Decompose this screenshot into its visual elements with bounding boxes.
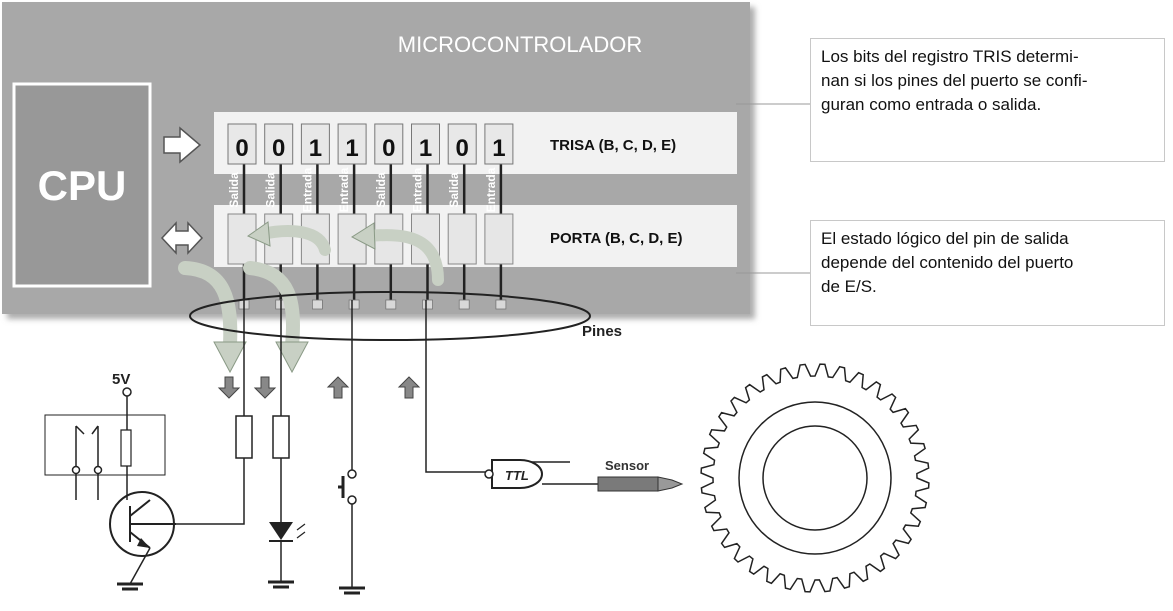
led-light-rays [296, 523, 306, 539]
tris-bit-0: 0 [235, 135, 248, 162]
pin-mode-label-1: Salida [264, 172, 278, 208]
ttl-gate-icon [491, 459, 543, 489]
tris-note-line-2: nan si los pines del puerto se confi- [821, 71, 1088, 90]
supply-label: 5V [112, 371, 130, 388]
port-bit-cell-7 [484, 213, 514, 265]
tris-bit-cell-0 [227, 123, 257, 165]
gear-wheel-icon [700, 363, 930, 593]
wire-pin6 [425, 300, 496, 473]
resistor-2 [272, 415, 290, 459]
pin-mode-label-4: Salida [374, 172, 388, 208]
pin-stub-4 [385, 299, 397, 310]
tris-bit-cell-1 [264, 123, 294, 165]
pin-mode-label-3: Entrada [337, 167, 351, 212]
relay-box [44, 414, 166, 476]
button-ground-icon [339, 586, 365, 595]
tris-bit-cell-4 [374, 123, 404, 165]
cpu-label: CPU [38, 162, 127, 209]
gear-ring-outer [738, 401, 892, 555]
curved-arrow-input-left-head [246, 221, 271, 247]
tris-bit-6: 0 [456, 135, 469, 162]
pin-mode-label-5: Entrada [411, 167, 425, 212]
porta-label: PORTA (B, C, D, E) [550, 230, 683, 247]
transistor-internal [129, 499, 176, 549]
tris-bit-cell-2 [300, 123, 330, 165]
tris-bit-3: 1 [345, 135, 358, 162]
curved-arrow-output-2 [243, 261, 301, 352]
relay-contact-2 [91, 425, 99, 470]
pin-stub-6 [458, 299, 470, 310]
tris-bit-1: 0 [272, 135, 285, 162]
sensor-label: Sensor [605, 458, 649, 473]
input-arrow-1 [326, 376, 350, 399]
curved-arrow-output-1-head [213, 341, 247, 374]
relay-contact-1-terminal [71, 465, 81, 475]
tris-note-line-1: Los bits del registro TRIS determi- [821, 47, 1079, 66]
pin-stub-2 [311, 299, 323, 310]
sensor-tip [657, 476, 684, 492]
transistor-ground-icon [117, 582, 143, 591]
port-bit-cell-0 [227, 213, 257, 265]
cpu-block [12, 82, 152, 288]
pin-stub-7 [495, 299, 507, 310]
pins-label: Pines [582, 323, 622, 340]
curved-arrow-output-2-head [275, 341, 309, 374]
cpu-to-tris-arrow [163, 126, 202, 164]
cpu-port-bidirectional-arrow [160, 221, 204, 255]
supply-terminal [122, 387, 132, 397]
resistor-1-to-transistor-wire [176, 458, 245, 525]
input-arrow-2 [397, 376, 421, 399]
tris-bit-cell-7 [484, 123, 514, 165]
output-arrow-1 [217, 376, 241, 399]
relay-coil [120, 429, 132, 467]
relay-contact-leads [75, 474, 99, 500]
push-button-icon [338, 476, 345, 498]
relay-contact-2-terminal [93, 465, 103, 475]
output-arrow-2 [253, 376, 277, 399]
chip-title: MICROCONTROLADOR [398, 32, 642, 57]
tris-note-line-3: guran como entrada o salida. [821, 95, 1042, 114]
tris-bit-4: 0 [382, 135, 395, 162]
transistor-emitter-arrow [137, 538, 150, 548]
ttl-label: TTL [505, 468, 529, 483]
button-contact-bottom [347, 495, 357, 505]
ttl-gate-bubble [484, 469, 494, 479]
port-note-line-2: depende del contenido del puerto [821, 253, 1074, 272]
led-ground-icon [268, 580, 294, 589]
curved-arrow-input-right-head [351, 222, 376, 250]
pin-mode-label-7: Entrada [484, 167, 498, 212]
pin-mode-label-0: Salida [227, 172, 241, 208]
tris-bit-5: 1 [419, 135, 432, 162]
pin-stub-5 [422, 299, 433, 310]
resistor-1 [235, 415, 253, 459]
tris-bit-2: 1 [309, 135, 322, 162]
tris-bit-cell-5 [411, 123, 440, 165]
pins-ellipse [189, 291, 591, 341]
port-note-line-3: de E/S. [821, 277, 877, 296]
pin-mode-label-6: Salida [447, 172, 461, 208]
port-explanation-note: El estado lógico del pin de salida depen… [810, 220, 1165, 326]
tris-explanation-note: Los bits del registro TRIS determi- nan … [810, 38, 1165, 162]
port-bit-cell-6 [447, 213, 477, 265]
curved-arrow-input-left [256, 225, 331, 256]
led-icon [269, 522, 293, 540]
tris-bit-cell-6 [447, 123, 477, 165]
trisa-label: TRISA (B, C, D, E) [550, 137, 676, 154]
sensor-body [597, 476, 659, 492]
tris-bit-7: 1 [492, 135, 505, 162]
pin-stub-3 [348, 299, 360, 310]
relay-contact-1 [75, 425, 85, 470]
button-contact-top [347, 469, 357, 479]
gear-ring-inner [762, 425, 868, 531]
tris-bit-cell-3 [337, 123, 367, 165]
curved-arrow-input-right [364, 229, 444, 286]
transistor-ground-wire [129, 547, 151, 585]
pin-mode-label-2: Entrada [300, 167, 314, 212]
port-note-line-1: El estado lógico del pin de salida [821, 229, 1069, 248]
